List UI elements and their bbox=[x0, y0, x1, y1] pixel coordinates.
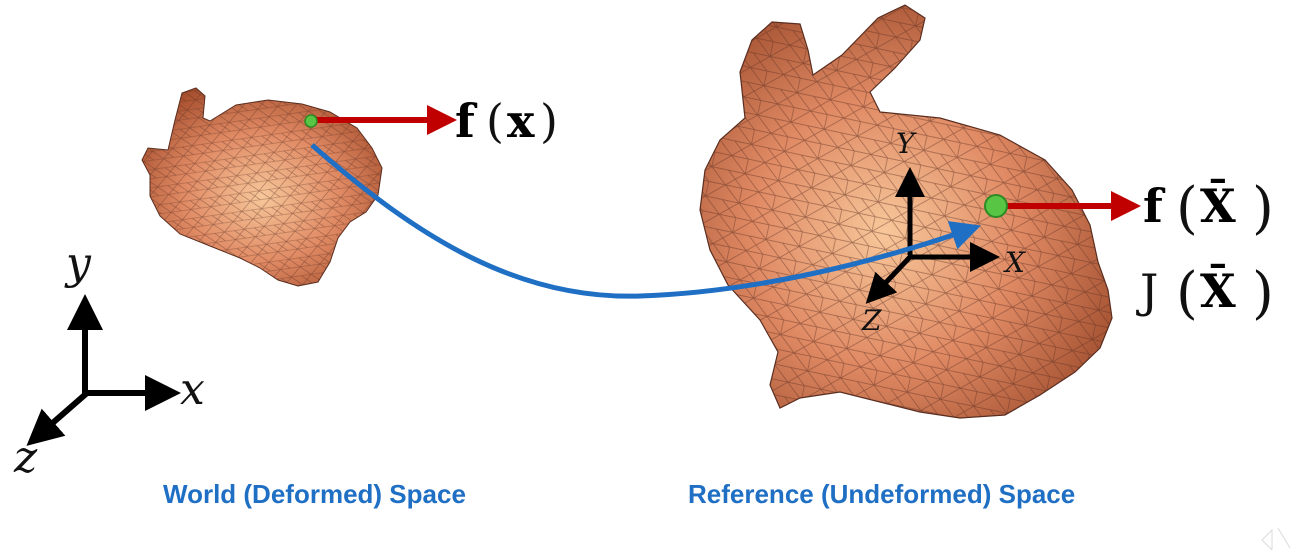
ref-J-arg: X̄ bbox=[1200, 263, 1236, 318]
reference-axes: Y X Z bbox=[861, 127, 1026, 337]
ref-f-arg: X̄ bbox=[1200, 178, 1236, 233]
world-f-symbol: f bbox=[455, 94, 478, 148]
ref-Y-label: Y bbox=[896, 127, 917, 160]
world-space-caption: World (Deformed) Space bbox=[163, 479, 466, 509]
world-f-open-paren: ( bbox=[486, 94, 504, 148]
world-z-label: z bbox=[13, 432, 38, 483]
ref-J-close-paren: ) bbox=[1252, 261, 1274, 326]
reference-J-label: J ( X̄ ) bbox=[1136, 261, 1274, 326]
nav-arrows-icon[interactable] bbox=[1261, 527, 1291, 550]
world-f-close-paren: ) bbox=[540, 94, 558, 148]
ref-X-label: X bbox=[1003, 246, 1026, 279]
world-y-label: y bbox=[64, 238, 92, 289]
world-axes: y x z bbox=[13, 238, 205, 483]
world-z-axis bbox=[26, 390, 89, 446]
ref-f-open-paren: ( bbox=[1176, 176, 1198, 241]
ref-J-symbol: J bbox=[1136, 264, 1158, 318]
ref-J-open-paren: ( bbox=[1176, 261, 1198, 326]
ref-f-close-paren: ) bbox=[1252, 176, 1274, 241]
world-f-arg: x bbox=[507, 94, 535, 148]
deformed-bunny-mesh bbox=[141, 87, 383, 287]
reference-bunny-mesh bbox=[699, 4, 1113, 419]
world-sample-point bbox=[304, 114, 318, 128]
ref-Z-label: Z bbox=[861, 304, 882, 337]
world-f-label: f ( x ) bbox=[455, 94, 558, 148]
ref-Z-axis bbox=[865, 255, 912, 304]
reference-space-caption: Reference (Undeformed) Space bbox=[688, 479, 1075, 509]
mapping-arrow bbox=[310, 143, 981, 299]
ref-f-symbol: f bbox=[1143, 179, 1166, 233]
world-x-label: x bbox=[180, 364, 205, 415]
reference-f-label: f ( X̄ ) bbox=[1143, 176, 1274, 241]
reference-sample-point bbox=[984, 194, 1008, 218]
